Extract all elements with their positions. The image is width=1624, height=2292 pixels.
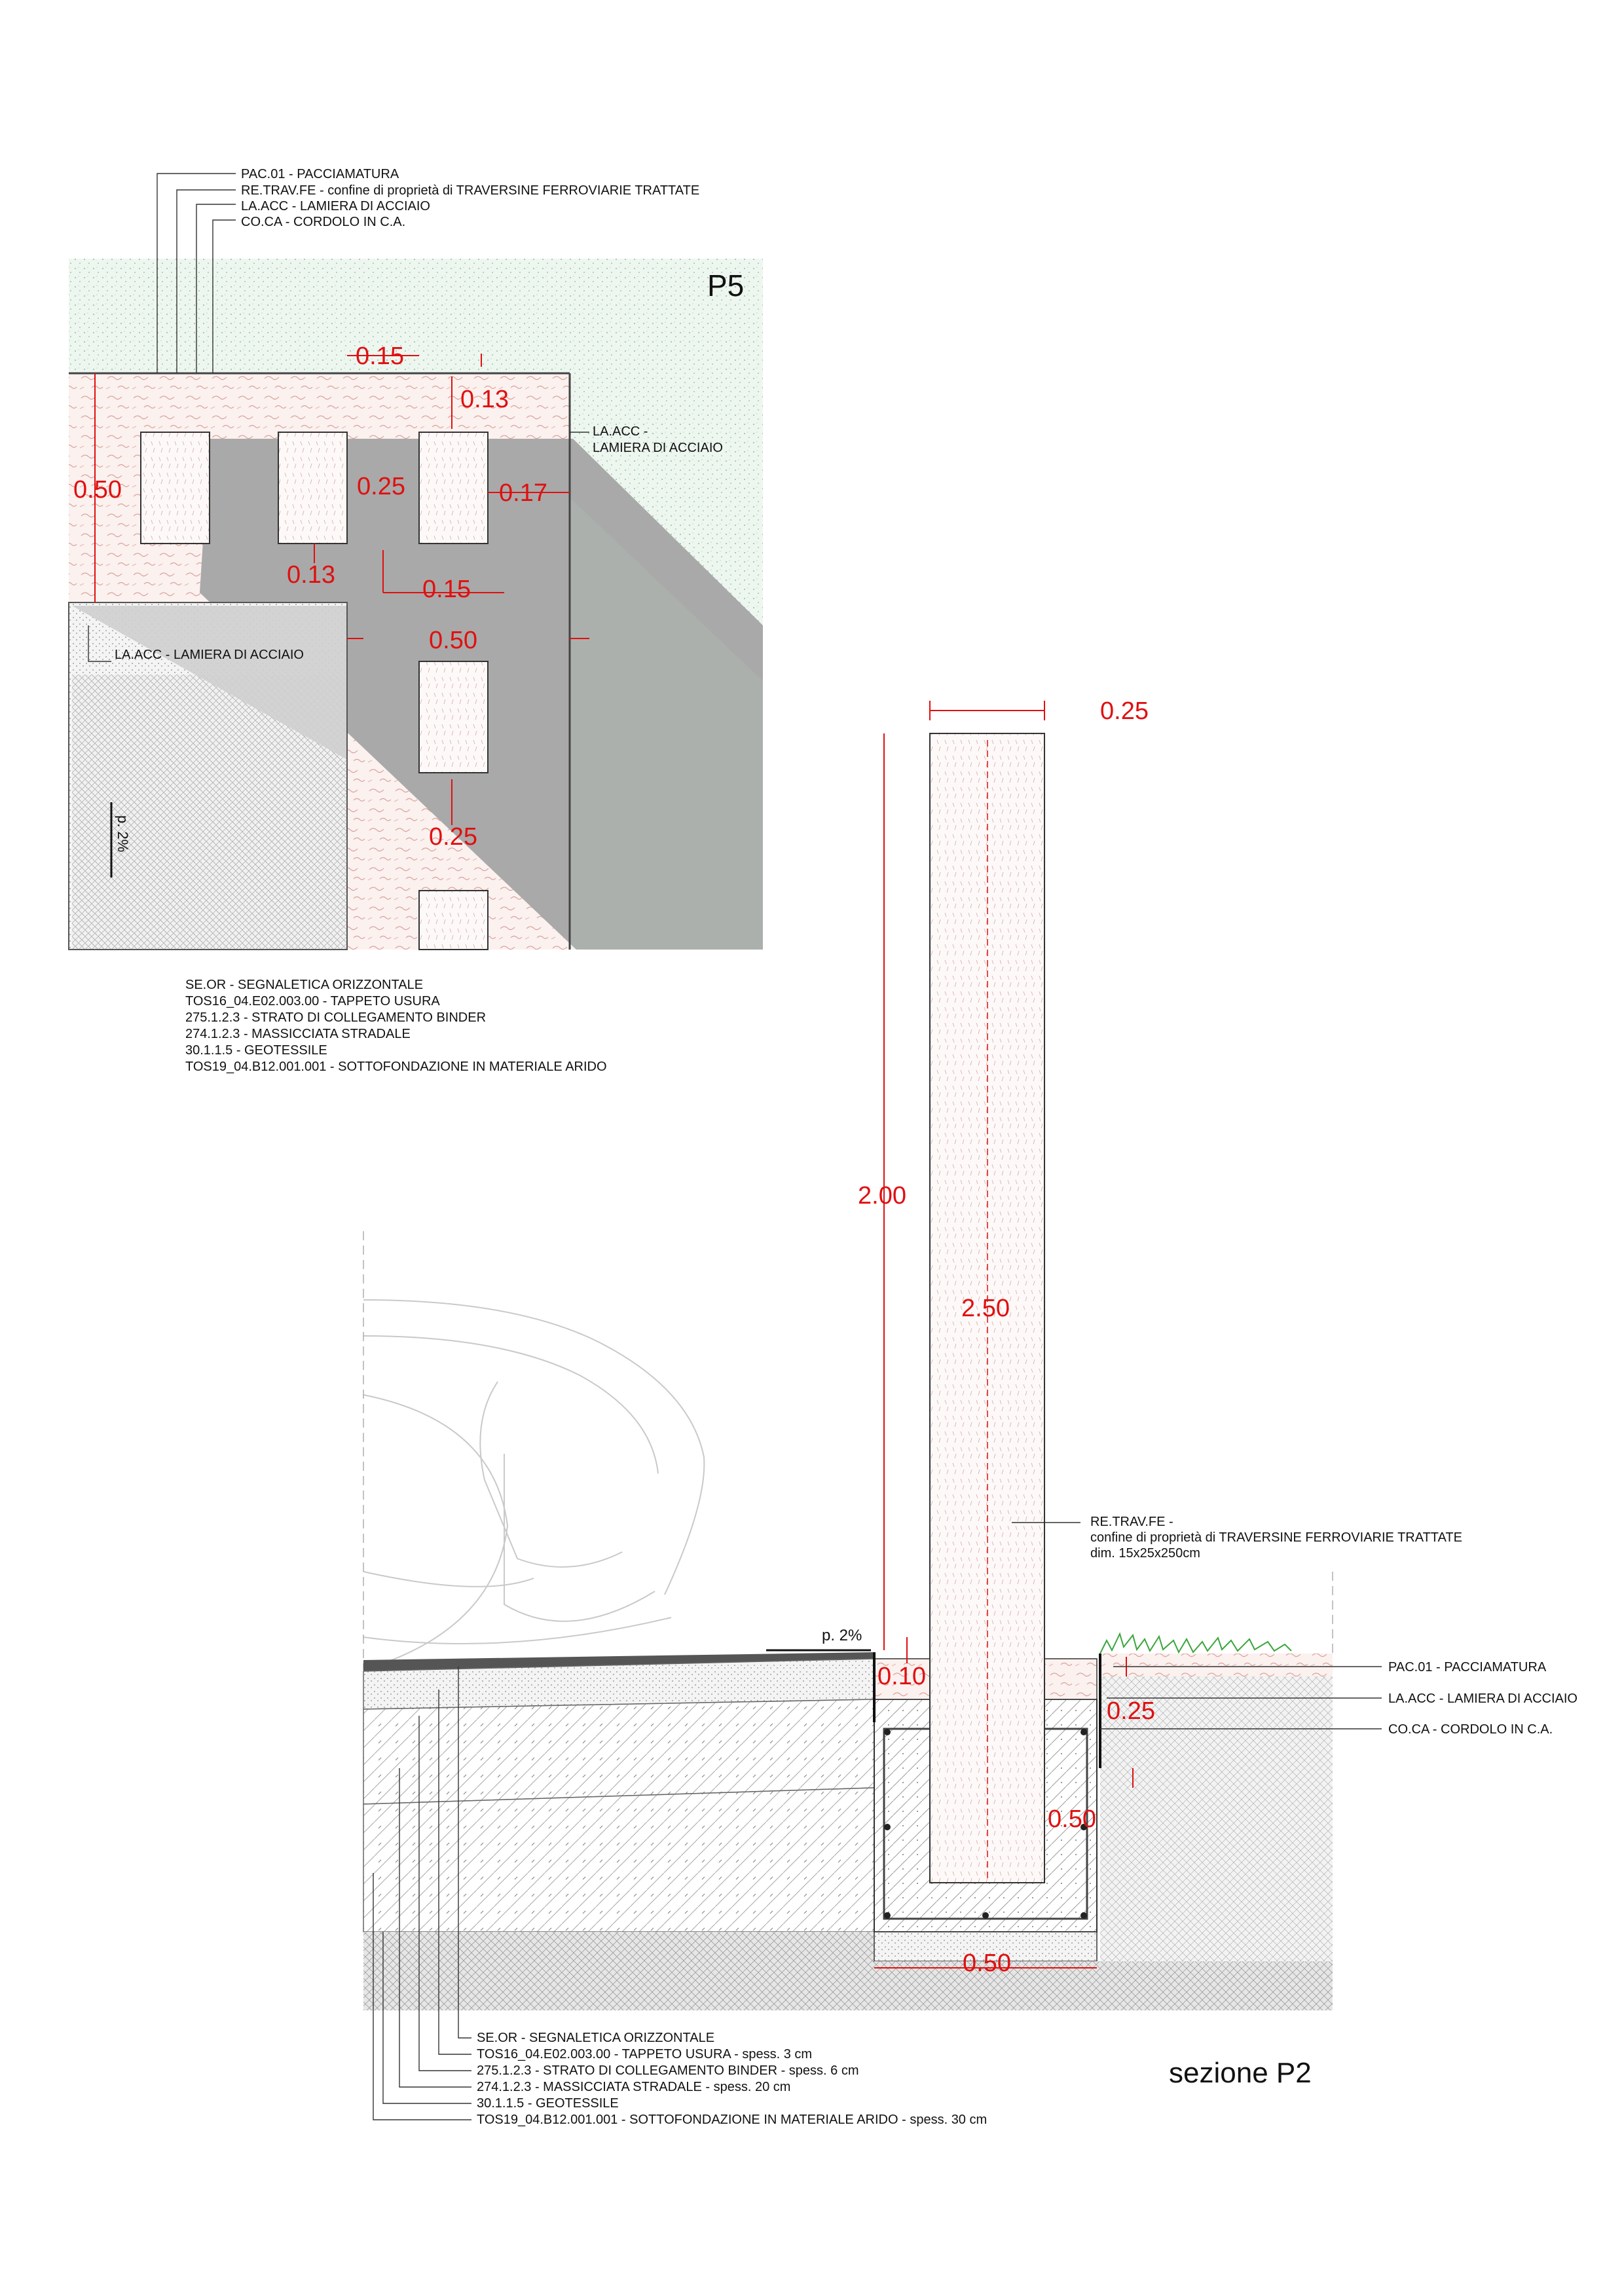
sleeper [140, 432, 210, 544]
callout-massicciata: 274.1.2.3 - MASSICCIATA STRADALE [185, 1027, 411, 1041]
dim-017: 0.17 [499, 479, 547, 507]
section-callout-geotessile: 30.1.1.5 - GEOTESSILE [477, 2096, 619, 2111]
dim-010: 0.10 [877, 1663, 926, 1690]
post-callout-line3: dim. 15x25x250cm [1090, 1546, 1200, 1561]
callout-binder: 275.1.2.3 - STRATO DI COLLEGAMENTO BINDE… [185, 1010, 486, 1025]
section-bottom-leaders [373, 1667, 471, 2120]
steel-edge-outline [68, 602, 348, 950]
right-callout-cordolo: CO.CA - CORDOLO IN C.A. [1388, 1722, 1553, 1737]
post-callout-line1: RE.TRAV.FE - [1090, 1515, 1173, 1529]
plan-p5: P5 PAC.01 - PACCIAMATURA RE.TRAV.FE - co… [68, 167, 763, 1074]
callout-tappeto: TOS16_04.E02.003.00 - TAPPETO USURA [185, 994, 440, 1008]
callout-traversine: RE.TRAV.FE - confine di proprietà di TRA… [241, 183, 699, 198]
car-outline [363, 1299, 705, 1671]
plan-bottom-callouts: SE.OR - SEGNALETICA ORIZZONTALE TOS16_04… [185, 978, 607, 1074]
massicciata-layer [363, 1699, 875, 1805]
section-callout-massicciata: 274.1.2.3 - MASSICCIATA STRADALE - spess… [477, 2080, 790, 2094]
section-dimensions: 0.25 2.00 2.50 0.10 0.25 0.50 0.50 [858, 697, 1155, 1977]
slope-label: p. 2% [115, 815, 131, 852]
soil-right [1100, 1659, 1333, 2010]
callout-lamiera: LA.ACC - LAMIERA DI ACCIAIO [241, 199, 430, 213]
dim-025-bottom: 0.25 [429, 823, 477, 851]
grass-tufts [1099, 1632, 1292, 1654]
callout-cordolo: CO.CA - CORDOLO IN C.A. [241, 215, 405, 229]
right-callout-pacciamatura: PAC.01 - PACCIAMATURA [1388, 1660, 1547, 1674]
dim-013-top: 0.13 [460, 386, 509, 413]
plan-dimensions: 0.15 0.13 0.50 0.25 0.17 0.13 0.15 0.50 … [73, 342, 589, 851]
side-callout-line1: LA.ACC - [593, 424, 648, 439]
dim-050-mid: 0.50 [429, 627, 477, 654]
right-callouts: PAC.01 - PACCIAMATURA LA.ACC - LAMIERA D… [1100, 1660, 1578, 1737]
sottofondazione-layer [363, 1787, 875, 1932]
geotextile-layer [363, 1932, 874, 2010]
section-callout-tappeto: TOS16_04.E02.003.00 - TAPPETO USURA - sp… [477, 2047, 812, 2061]
section-p2: 0.25 2.00 2.50 0.10 0.25 0.50 0.50 p. 2%… [363, 697, 1578, 2127]
pavement-shadow [72, 606, 347, 760]
shadow-band-right [570, 498, 763, 950]
section-callout-binder: 275.1.2.3 - STRATO DI COLLEGAMENTO BINDE… [477, 2063, 859, 2078]
callout-sottofondazione: TOS19_04.B12.001.001 - SOTTOFONDAZIONE I… [185, 1060, 607, 1074]
callout-pacciamatura: PAC.01 - PACCIAMATURA [241, 167, 399, 181]
dim-015-mid: 0.15 [422, 576, 471, 603]
dim-015-top: 0.15 [356, 342, 404, 370]
section-title: sezione P2 [1169, 2057, 1312, 2089]
section-bottom-callouts: SE.OR - SEGNALETICA ORIZZONTALE TOS16_04… [477, 2031, 987, 2127]
dim-050-horizontal: 0.50 [963, 1950, 1011, 1977]
inner-callout-lamiera: LA.ACC - LAMIERA DI ACCIAIO [115, 648, 304, 662]
dim-post-width: 0.25 [1100, 697, 1149, 725]
dim-height-above: 2.00 [858, 1182, 906, 1210]
mulch-right [1100, 1654, 1333, 1676]
sleeper [278, 432, 348, 544]
callout-segnaletica: SE.OR - SEGNALETICA ORIZZONTALE [185, 978, 423, 992]
curb-base [874, 1931, 1098, 1962]
dim-050-vertical: 0.50 [1048, 1805, 1096, 1833]
sleeper [418, 661, 489, 773]
dim-013-mid: 0.13 [287, 561, 335, 589]
rebar-dots [884, 1729, 1087, 1919]
plan-title: P5 [707, 268, 744, 303]
section-slope-label: p. 2% [822, 1627, 862, 1644]
soil-bottom [874, 1961, 1333, 2010]
dim-025: 0.25 [1107, 1697, 1155, 1725]
dim-050-left: 0.50 [73, 476, 122, 504]
top-callouts: PAC.01 - PACCIAMATURA RE.TRAV.FE - confi… [157, 167, 699, 373]
asphalt-top-layer [363, 1652, 874, 1671]
right-callout-lamiera: LA.ACC - LAMIERA DI ACCIAIO [1388, 1691, 1578, 1706]
dim-total-length: 2.50 [961, 1295, 1010, 1322]
dim-025-mid: 0.25 [357, 473, 405, 500]
callout-geotessile: 30.1.1.5 - GEOTESSILE [185, 1043, 327, 1058]
post-callout-line2: confine di proprietà di TRAVERSINE FERRO… [1090, 1530, 1462, 1545]
section-callout-sottofondazione: TOS19_04.B12.001.001 - SOTTOFONDAZIONE I… [477, 2113, 987, 2127]
sleeper [418, 890, 489, 950]
sleeper [418, 432, 489, 544]
section-callout-segnaletica: SE.OR - SEGNALETICA ORIZZONTALE [477, 2031, 714, 2045]
side-callout-line2: LAMIERA DI ACCIAIO [593, 441, 723, 455]
